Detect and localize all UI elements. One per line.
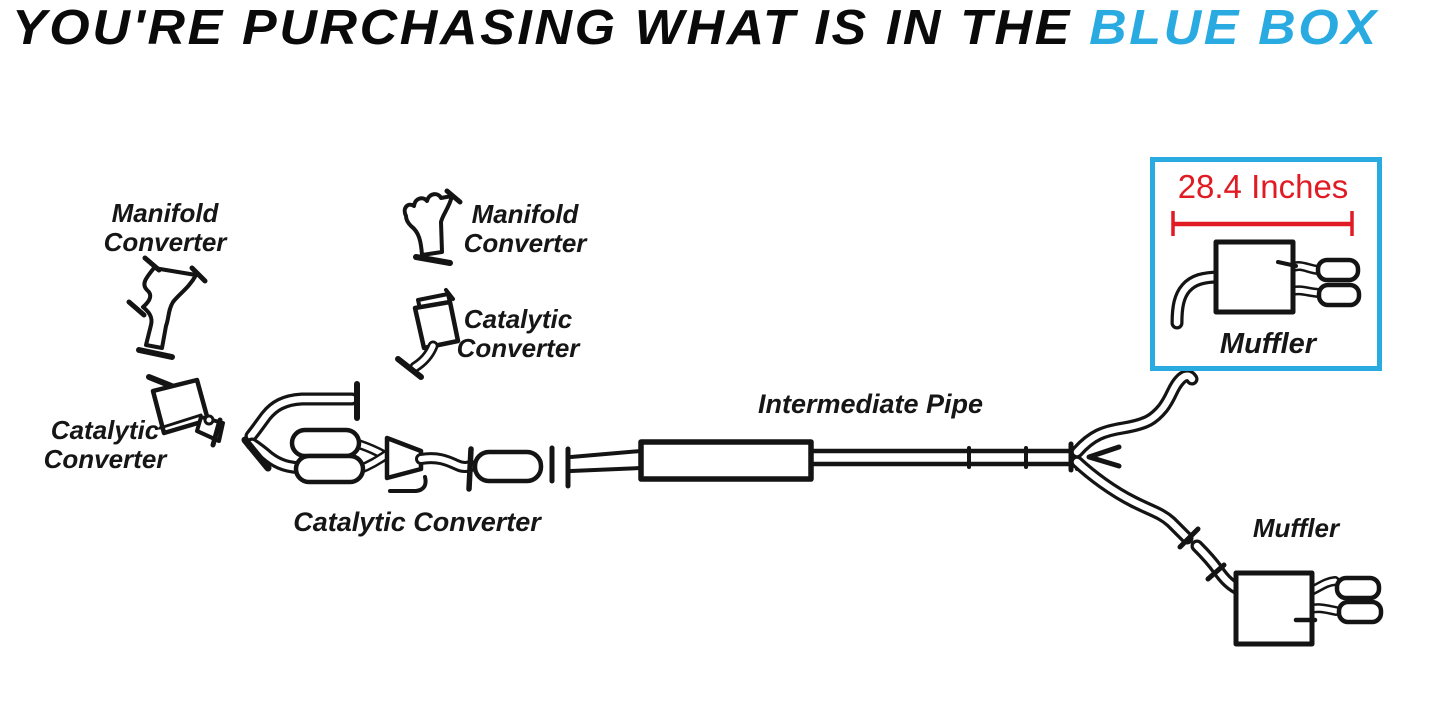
- intermediate-pipe-drawing: [638, 439, 1079, 482]
- label-catalytic-converter-left: Catalytic Converter: [43, 415, 167, 474]
- catalytic-converter-drawing-mid: [395, 288, 461, 380]
- manifold-converter-drawing-mid: [402, 188, 463, 266]
- page-title-text: YOU'RE PURCHASING WHAT IS IN THE: [12, 1, 1090, 55]
- label-measurement-28-4-inches: 28.4 Inches: [1177, 168, 1349, 205]
- measurement-line: [1171, 211, 1354, 236]
- page-title: YOU'RE PURCHASING WHAT IS IN THE BLUE BO…: [12, 0, 1445, 56]
- label-muffler-lower: Muffler: [1252, 513, 1340, 543]
- label-muffler-boxed: Muffler: [1219, 328, 1317, 360]
- label-catalytic-converter-mid: Catalytic Converter: [456, 304, 580, 363]
- muffler-drawing-lower: [1233, 570, 1384, 647]
- catalytic-converter-drawing-left: [146, 374, 225, 448]
- muffler-drawing-boxed: [1170, 239, 1362, 330]
- label-catalytic-converter-main: Catalytic Converter: [293, 507, 541, 537]
- label-manifold-converter-mid: Manifold Converter: [463, 199, 587, 258]
- manifold-converter-drawing-left: [126, 255, 208, 360]
- label-intermediate-pipe: Intermediate Pipe: [757, 389, 984, 419]
- page-title-highlight: BLUE BOX: [1089, 1, 1379, 55]
- front-pipe-assembly-drawing: [241, 381, 643, 493]
- blue-box-outline: [1150, 157, 1382, 371]
- rear-y-pipe-drawing: [1070, 369, 1247, 597]
- label-manifold-converter-left: Manifold Converter: [103, 198, 227, 257]
